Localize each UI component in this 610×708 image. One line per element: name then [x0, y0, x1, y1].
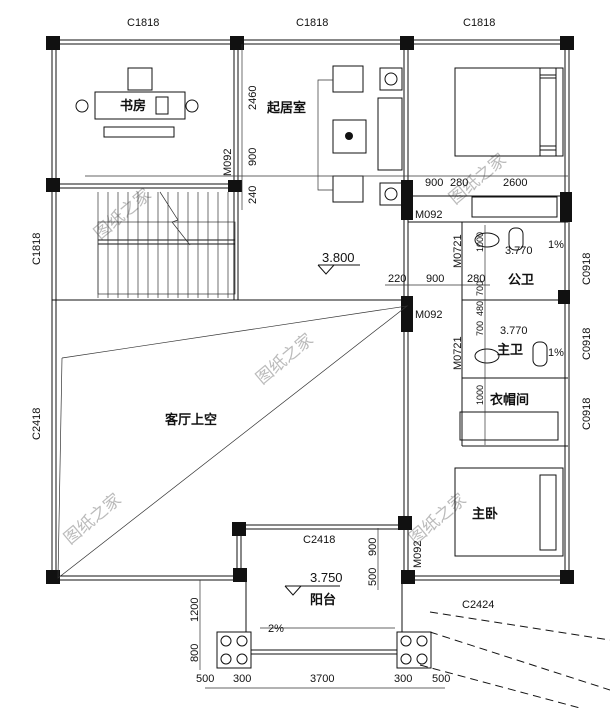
dimension-label: 900: [247, 148, 259, 166]
dimension-label: 500: [367, 568, 379, 586]
dimension-label: 280: [450, 177, 468, 189]
dimension-label: 480: [475, 301, 485, 316]
dimension-label: 1200: [189, 598, 201, 622]
wardrobes: [459, 196, 559, 441]
elevation-label: 3.770: [500, 325, 528, 337]
elevation-label: 3.770: [505, 245, 533, 257]
sofa-set: [317, 65, 403, 206]
watermark: 图纸之家: [405, 490, 470, 549]
slope-label: 1%: [548, 239, 564, 251]
elevation-label: 3.800: [322, 250, 355, 265]
window-label: C1818: [463, 17, 495, 29]
dimension-label: 900: [425, 177, 443, 189]
window-label: C2424: [462, 599, 494, 611]
door-label: M0721: [452, 234, 464, 268]
dimension-label: 300: [394, 673, 412, 685]
window-label: C0918: [581, 253, 593, 285]
dimension-label: 3700: [310, 673, 334, 685]
dimension-label: 1000: [475, 232, 485, 252]
window-label: C0918: [581, 398, 593, 430]
walls: [46, 36, 574, 584]
door-label: M092: [412, 540, 424, 568]
window-label: C1818: [296, 17, 328, 29]
watermark: 图纸之家: [252, 330, 317, 389]
window-label: C1818: [127, 17, 159, 29]
room-label-study: 书房: [120, 98, 146, 113]
dimension-label: 500: [196, 673, 214, 685]
dimension-label: 280: [467, 273, 485, 285]
window-label: C2418: [31, 408, 43, 440]
slope-label: 2%: [268, 623, 284, 635]
dimension-label: 500: [432, 673, 450, 685]
room-label-master-bedroom: 主卧: [472, 506, 498, 521]
door-label: M092: [415, 209, 443, 221]
dimension-lines: [85, 44, 568, 689]
dimension-label: 2460: [247, 86, 259, 110]
dimension-label: 900: [367, 538, 379, 556]
dimension-label: 220: [388, 273, 406, 285]
dimension-label: 800: [189, 644, 201, 662]
room-label-closet: 衣帽间: [490, 392, 529, 407]
door-label: M092: [222, 148, 234, 176]
dimension-label: 700: [475, 321, 485, 336]
dimension-label: 900: [426, 273, 444, 285]
staircase: [97, 191, 236, 298]
bed-bottom: [454, 467, 564, 557]
room-label-master-bath: 主卫: [497, 342, 523, 357]
room-label-public-bath: 公卫: [508, 272, 534, 287]
window-label: C0918: [581, 328, 593, 360]
void-outline: [57, 305, 409, 579]
bath-fixtures: [474, 227, 548, 367]
room-label-family-room: 起居室: [266, 100, 306, 115]
room-label-balcony: 阳台: [310, 592, 336, 607]
door-label: M092: [415, 309, 443, 321]
window-label: C2418: [303, 534, 335, 546]
balcony-railing: [216, 580, 610, 708]
watermark: 图纸之家: [60, 490, 125, 549]
slope-label: 1%: [548, 347, 564, 359]
window-label: C1818: [31, 233, 43, 265]
dimension-label: 2600: [503, 177, 527, 189]
study-furniture: [75, 67, 199, 138]
watermark: 图纸之家: [90, 185, 155, 244]
dimension-label: 240: [247, 186, 259, 204]
door-label: M0721: [452, 336, 464, 370]
room-label-living-void: 客厅上空: [165, 412, 217, 427]
dimension-label: 1000: [475, 385, 485, 405]
dimension-label: 300: [233, 673, 251, 685]
dimension-label: 700: [475, 281, 485, 296]
elevation-label: 3.750: [310, 570, 343, 585]
bed-top: [454, 67, 564, 157]
